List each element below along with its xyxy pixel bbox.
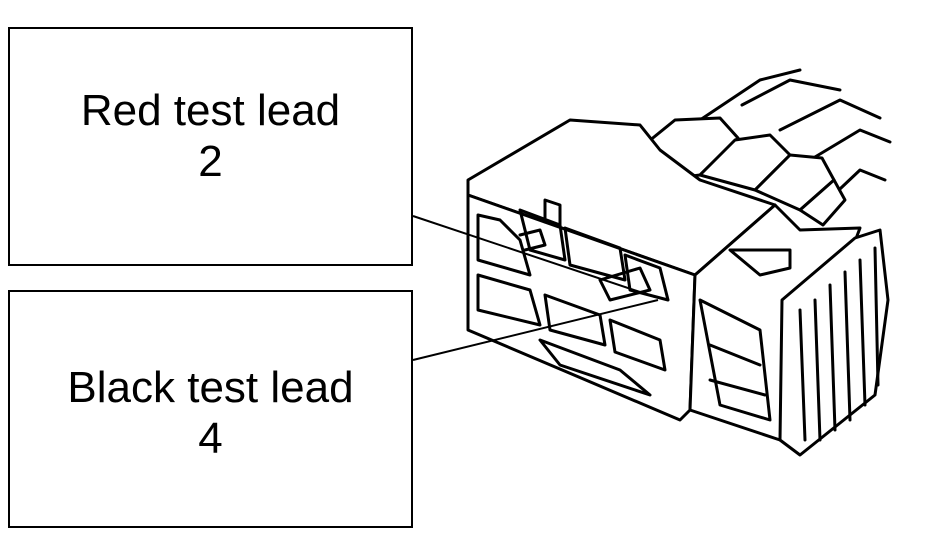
connector-latch <box>698 248 792 422</box>
black-test-lead-label: Black test lead 4 <box>8 290 413 528</box>
connector-cavities <box>476 198 670 397</box>
red-test-lead-label: Red test lead 2 <box>8 27 413 266</box>
red-test-lead-text: Red test lead <box>80 85 341 135</box>
black-test-lead-text: Black test lead <box>67 363 354 412</box>
connector-end-cap <box>778 228 890 457</box>
black-lead-leader-line <box>412 299 659 361</box>
red-lead-leader-line <box>412 215 656 298</box>
red-test-lead-pin: 2 <box>198 136 223 186</box>
black-test-lead-pin: 4 <box>198 414 223 463</box>
